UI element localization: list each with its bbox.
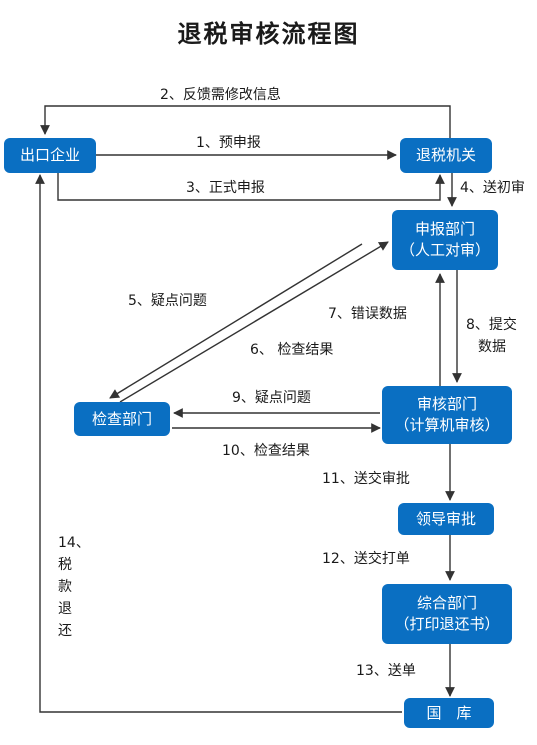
node-tax-authority: 退税机关 xyxy=(400,138,492,173)
edge-5-label: 5、疑点问题 xyxy=(128,293,207,309)
page-title: 退税审核流程图 xyxy=(177,20,360,48)
edge-14-label: 14、 税 款 退 还 xyxy=(58,535,90,639)
node-audit-dept-line1: 审核部门 xyxy=(416,395,477,413)
edge-8-label-line1: 8、提交 xyxy=(466,317,517,333)
edge-3-line xyxy=(57,173,445,201)
node-export-company: 出口企业 xyxy=(4,138,96,173)
node-tax-authority-label: 退税机关 xyxy=(415,146,476,164)
edge-12-label: 12、送交打单 xyxy=(322,551,410,567)
node-treasury: 国 库 xyxy=(404,698,494,728)
node-declare-dept-line2: （人工对审） xyxy=(399,241,490,259)
edge-14-line xyxy=(35,174,402,713)
node-inspect-dept: 检查部门 xyxy=(74,402,170,436)
edge-5-line xyxy=(109,243,363,399)
node-declare-dept-line1: 申报部门 xyxy=(414,220,475,238)
node-export-company-label: 出口企业 xyxy=(19,146,80,164)
edge-1-label: 1、预申报 xyxy=(196,135,261,151)
node-declare-dept: 申报部门 （人工对审） xyxy=(392,210,498,270)
node-treasury-label: 国 库 xyxy=(426,703,472,722)
edge-4-label: 4、送初审 xyxy=(460,180,525,196)
edge-3-label: 3、正式申报 xyxy=(186,180,265,196)
node-general-dept-line1: 综合部门 xyxy=(416,594,477,612)
edge-2-label: 2、反馈需修改信息 xyxy=(160,87,281,103)
edge-6-line xyxy=(119,241,389,403)
edge-6-label: 6、 检查结果 xyxy=(250,342,334,358)
node-leader-approval: 领导审批 xyxy=(398,503,494,535)
edge-8-label-line2: 数据 xyxy=(478,339,506,355)
node-general-dept: 综合部门 （打印退还书） xyxy=(382,584,512,644)
edge-13-label: 13、送单 xyxy=(356,663,416,679)
edge-2-line xyxy=(40,105,451,139)
node-general-dept-line2: （打印退还书） xyxy=(394,615,500,633)
node-audit-dept: 审核部门 （计算机审核） xyxy=(382,386,512,444)
edge-11-label: 11、送交审批 xyxy=(322,471,410,487)
edge-7-label: 7、错误数据 xyxy=(328,306,407,322)
node-audit-dept-line2: （计算机审核） xyxy=(394,416,500,434)
edge-10-label: 10、检查结果 xyxy=(222,443,310,459)
node-inspect-dept-label: 检查部门 xyxy=(91,409,152,428)
edge-9-label: 9、疑点问题 xyxy=(232,390,311,406)
node-leader-approval-label: 领导审批 xyxy=(415,509,476,528)
